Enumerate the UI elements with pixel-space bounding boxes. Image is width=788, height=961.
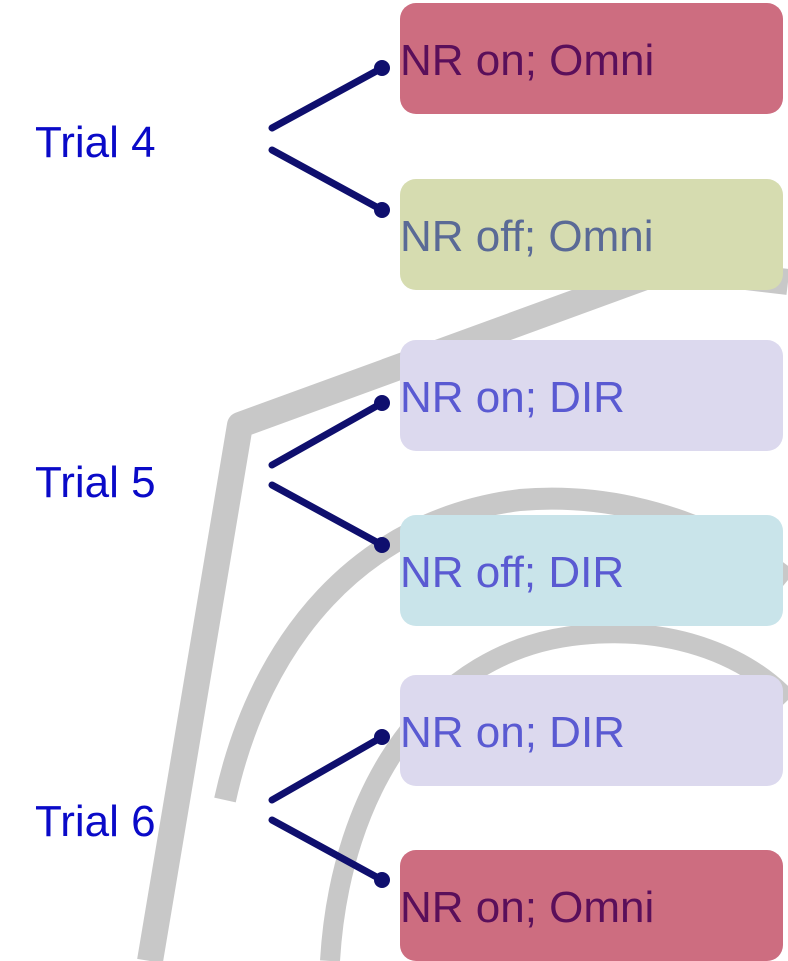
trial-5-branch-1-box: NR on; DIR (400, 340, 783, 451)
trial-5-label: Trial 5 (35, 458, 156, 507)
trial-4-label: Trial 4 (35, 118, 156, 167)
connector-node (374, 872, 390, 888)
connector-node (374, 395, 390, 411)
trial-4-branch-1-label: NR on; Omni (400, 36, 655, 85)
connector-node (374, 202, 390, 218)
connector-trial-4-upper (268, 64, 386, 132)
trial-4-branch-2-box: NR off; Omni (400, 179, 783, 290)
trial-4-branch-2-label: NR off; Omni (400, 212, 654, 261)
trial-4-branch-1-box: NR on; Omni (400, 3, 783, 114)
trial-6-branch-1-label: NR on; DIR (400, 708, 625, 757)
connector-trial-5-upper (268, 399, 386, 469)
connector-node (374, 729, 390, 745)
trial-6-branch-1-box: NR on; DIR (400, 675, 783, 786)
connector-node (374, 60, 390, 76)
trial-6-branch-2-box: NR on; Omni (400, 850, 783, 961)
connector-trial-6-lower (268, 816, 386, 884)
connector-node (374, 537, 390, 553)
connector-trial-5-lower (268, 481, 386, 549)
connector-trial-6-upper (268, 733, 386, 804)
connector-trial-4-lower (268, 146, 386, 214)
trial-5-branch-1-label: NR on; DIR (400, 373, 625, 422)
trial-6-label: Trial 6 (35, 797, 156, 846)
trial-5-branch-2-box: NR off; DIR (400, 515, 783, 626)
trial-6-branch-2-label: NR on; Omni (400, 883, 655, 932)
trial-5-branch-2-label: NR off; DIR (400, 548, 625, 597)
